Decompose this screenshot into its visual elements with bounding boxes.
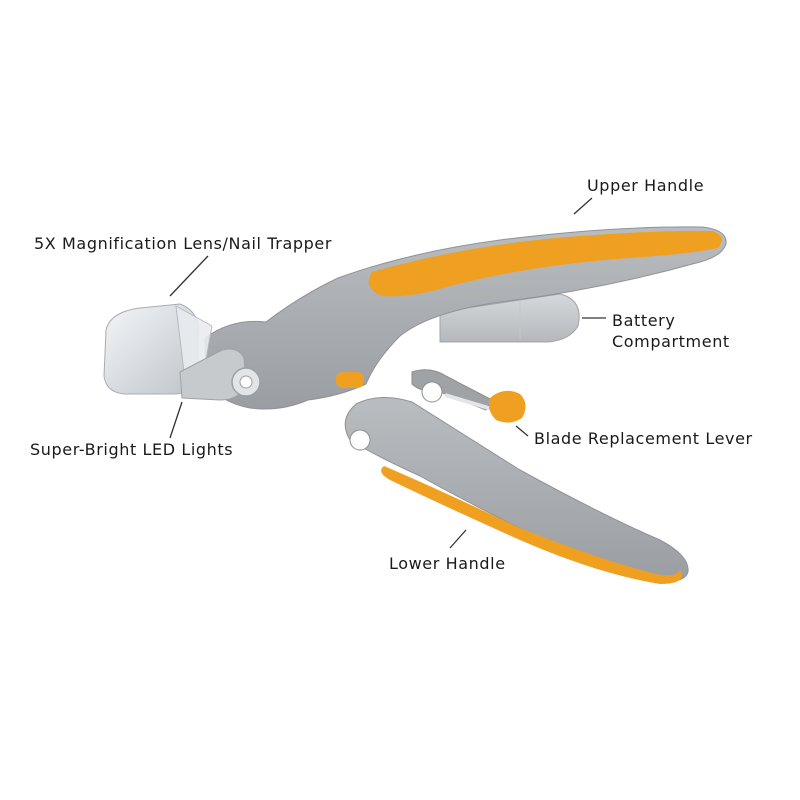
leader-led: [169, 401, 183, 439]
blade-replacement-lever-tab: [488, 390, 526, 423]
upper-handle-grip: [368, 230, 722, 297]
leader-lower-handle: [449, 529, 467, 549]
label-lower-handle: Lower Handle: [389, 554, 506, 573]
upper-handle: [204, 226, 727, 410]
orange-button: [336, 372, 364, 388]
label-upper-handle: Upper Handle: [587, 176, 705, 195]
leader-lens: [169, 255, 209, 297]
label-led-lights: Super-Bright LED Lights: [30, 440, 234, 459]
leader-upper-handle: [573, 197, 593, 215]
leader-blade-lever: [515, 425, 529, 437]
lever-arm: [411, 369, 493, 411]
label-blade-replacement-lever: Blade Replacement Lever: [534, 429, 753, 448]
battery-compartment: [439, 293, 580, 343]
label-battery-compartment: Battery Compartment: [612, 311, 730, 351]
label-magnification-lens: 5X Magnification Lens/Nail Trapper: [34, 234, 333, 253]
